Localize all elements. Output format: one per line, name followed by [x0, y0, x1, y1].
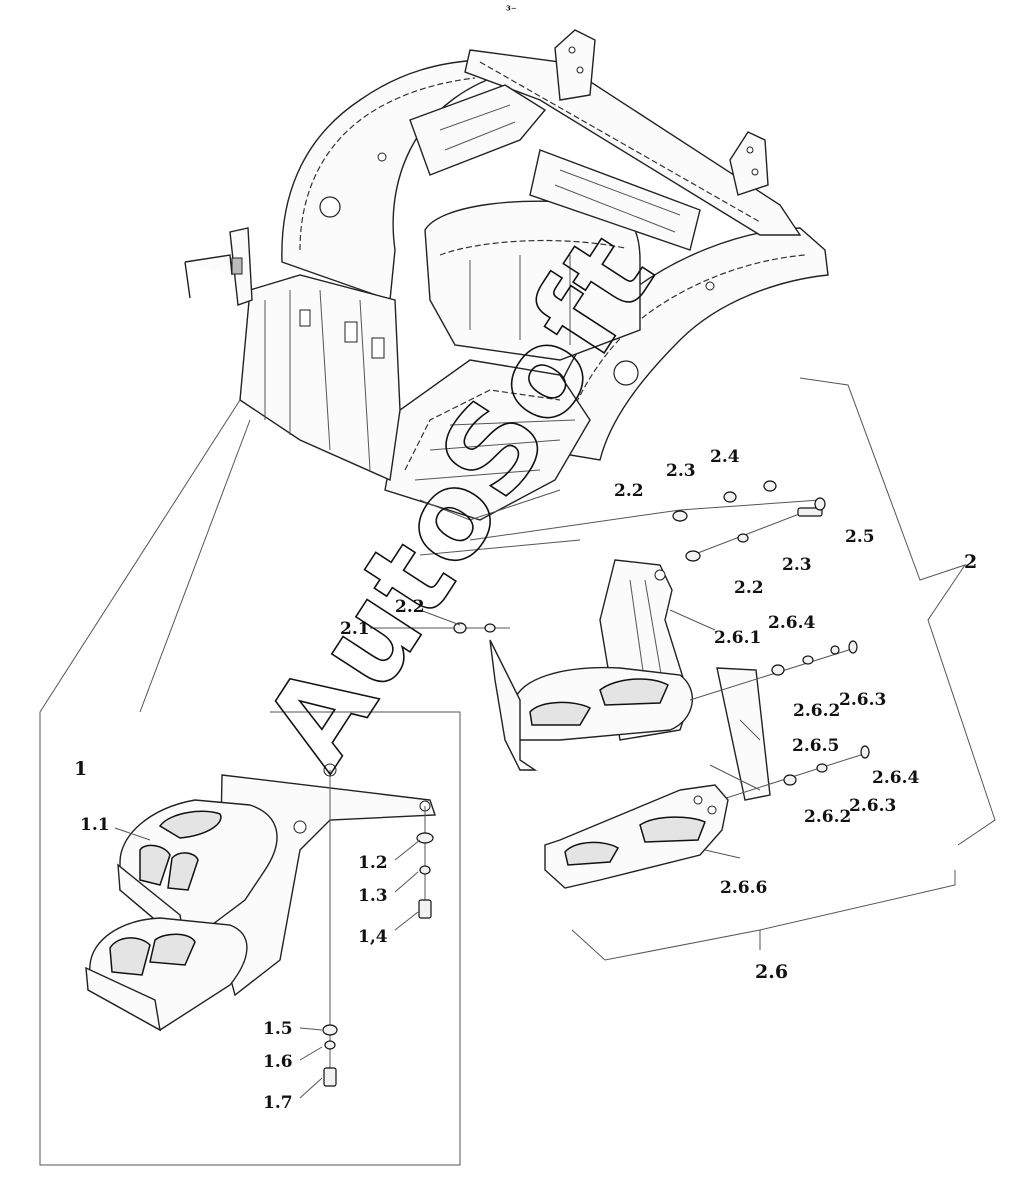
label-1-7: 1.7 — [263, 1093, 293, 1113]
label-2-3-mid: 2.3 — [782, 555, 812, 575]
label-2-5: 2.5 — [845, 527, 875, 547]
label-2-6-2-upper: 2.6.2 — [793, 701, 840, 721]
label-2-6-2-lower: 2.6.2 — [804, 807, 851, 827]
leader-lines — [114, 609, 761, 1099]
label-2-6-4-upper: 2.6.4 — [768, 613, 815, 633]
label-2-3-top: 2.3 — [666, 461, 696, 481]
step-assembly-1 — [85, 763, 436, 1087]
label-1-2: 1.2 — [358, 853, 388, 873]
label-2-6-4-lower: 2.6.4 — [872, 768, 919, 788]
label-2-6-6: 2.6.6 — [720, 878, 767, 898]
cab-frame-assembly — [184, 29, 829, 556]
label-2-2-top: 2.2 — [614, 481, 644, 501]
label-2-6-5: 2.6.5 — [792, 736, 839, 756]
label-1-1: 1.1 — [80, 815, 110, 835]
label-2-6: 2.6 — [755, 961, 788, 983]
label-1-6: 1.6 — [263, 1052, 293, 1072]
label-2-4: 2.4 — [710, 447, 740, 467]
label-2: 2 — [964, 551, 977, 573]
label-2-6-3-upper: 2.6.3 — [839, 690, 886, 710]
label-2-6-1: 2.6.1 — [714, 628, 761, 648]
top-mark: ³⁻ — [506, 4, 517, 17]
label-1: 1 — [74, 758, 87, 780]
label-1-4: 1,4 — [358, 927, 388, 947]
label-2-2-mid: 2.2 — [734, 578, 764, 598]
label-1-5: 1.5 — [263, 1019, 293, 1039]
callout-labels: 1 1.1 1.2 1.3 1,4 1.5 1.6 1.7 2 2.1 2.2 … — [74, 447, 977, 1113]
label-2-6-3-lower: 2.6.3 — [849, 796, 896, 816]
label-1-3: 1.3 — [358, 886, 388, 906]
label-2-1: 2.1 — [340, 619, 370, 639]
label-2-2-left: 2.2 — [395, 597, 425, 617]
